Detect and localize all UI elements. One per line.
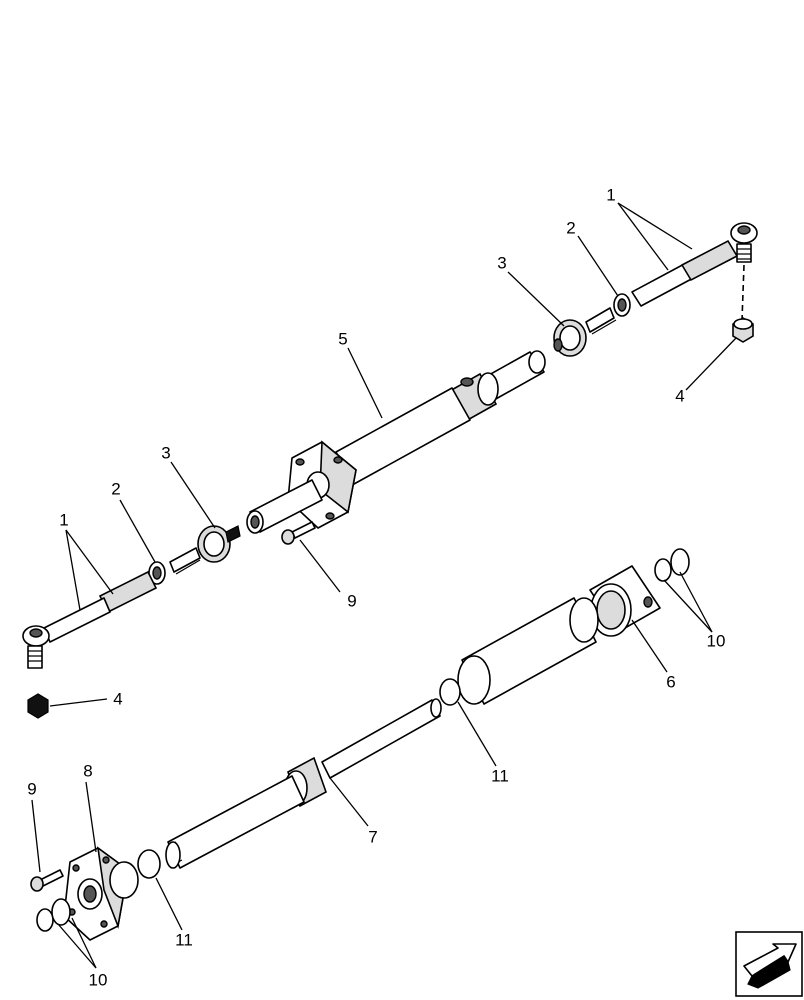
tie-rod-end-right <box>631 222 758 307</box>
inner-ball-joint-left <box>169 525 241 575</box>
callout-1-left: 1 <box>59 510 68 529</box>
callout-2-right: 2 <box>566 218 575 237</box>
cylinder-barrel <box>246 350 546 534</box>
cylinder-tube <box>457 597 599 705</box>
washer-right <box>613 293 631 317</box>
callout-4-left: 4 <box>113 689 122 708</box>
piston-rod <box>165 698 442 869</box>
o-ring-middle <box>439 678 461 706</box>
nut-right <box>732 317 754 343</box>
callout-6: 6 <box>666 672 675 691</box>
stud-alignment-line-right <box>741 264 745 321</box>
callout-10-bottom: 10 <box>89 970 108 989</box>
callout-5: 5 <box>338 329 347 348</box>
seal-rings-right <box>654 548 690 582</box>
bolt-upper <box>281 521 316 545</box>
inner-ball-joint-right <box>553 307 617 357</box>
callout-7: 7 <box>368 827 377 846</box>
o-ring-bottom <box>137 849 161 879</box>
flange-mount <box>63 846 139 941</box>
callout-11-middle: 11 <box>491 766 509 785</box>
callout-3-right: 3 <box>497 253 506 272</box>
callout-2-left: 2 <box>111 479 120 498</box>
callout-11-bottom: 11 <box>175 930 193 949</box>
callout-10-right: 10 <box>707 631 726 650</box>
callout-9-top: 9 <box>347 591 356 610</box>
leader-lines <box>31 202 737 969</box>
bolt-lower <box>30 869 64 892</box>
seal-rings-left <box>36 898 71 932</box>
callout-1-right: 1 <box>606 185 615 204</box>
callout-9-bottom: 9 <box>27 779 36 798</box>
nut-left <box>27 693 49 719</box>
end-cap <box>589 565 661 637</box>
next-page-arrow-icon[interactable] <box>735 931 803 997</box>
callout-8: 8 <box>83 761 92 780</box>
callout-4-right: 4 <box>675 386 684 405</box>
callout-3-left: 3 <box>161 443 170 462</box>
tie-rod-end-left <box>22 570 158 669</box>
